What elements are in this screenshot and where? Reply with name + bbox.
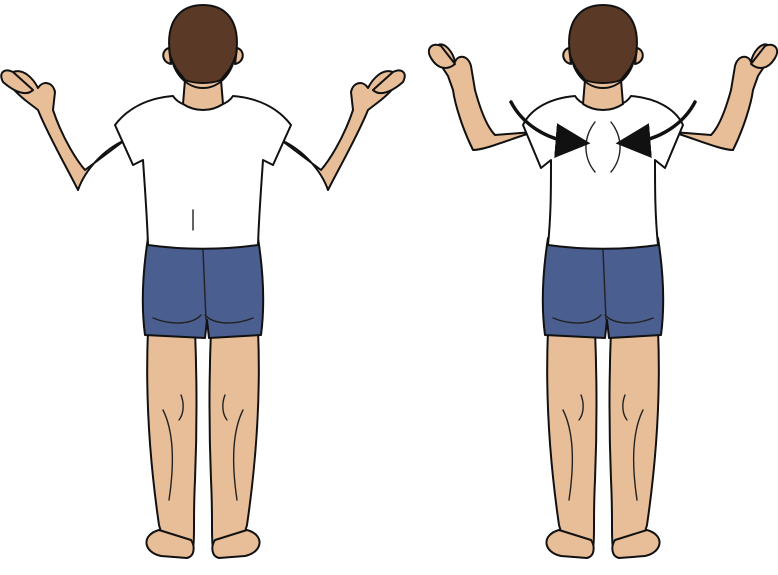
- figure-left-hair: [169, 5, 237, 83]
- figure-right-hair: [569, 5, 637, 83]
- figure-left-lower-body: [143, 238, 263, 558]
- figure-right-shirt: [523, 96, 683, 249]
- figure-left: [1, 5, 404, 558]
- figure-right-lower-body: [543, 238, 663, 558]
- figure-right: [429, 5, 777, 558]
- figure-left-shirt: [115, 96, 291, 249]
